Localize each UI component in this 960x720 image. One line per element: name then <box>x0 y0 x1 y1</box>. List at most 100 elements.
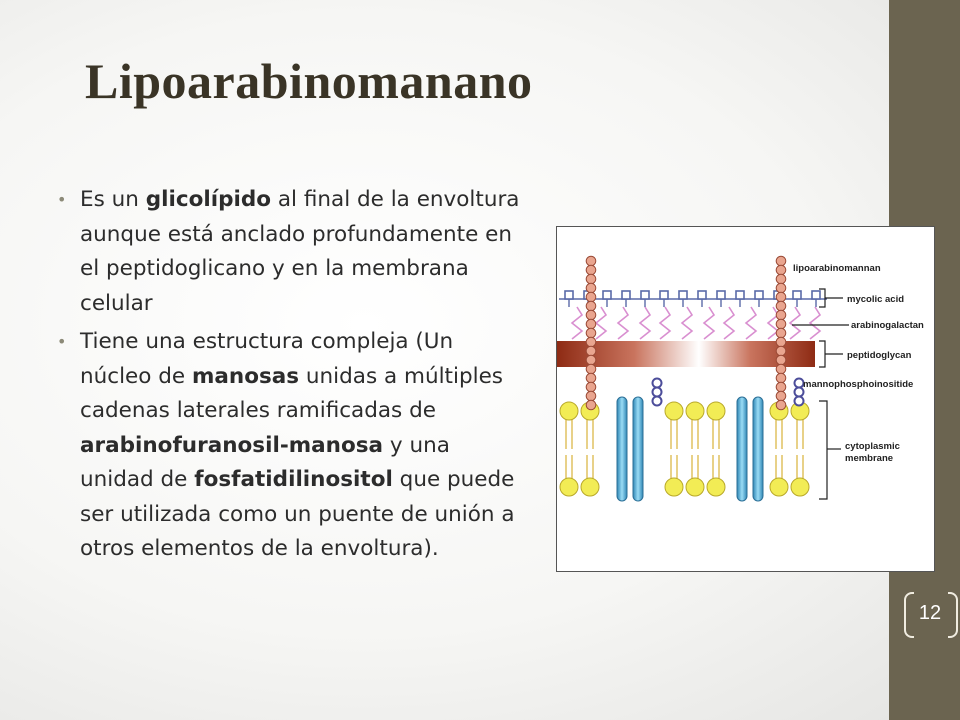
arabinogalactan-chain <box>808 306 822 340</box>
lipid-head-inner <box>769 477 789 497</box>
lipid-head-inner <box>559 477 579 497</box>
lipoarabinomannan-bead <box>585 354 597 366</box>
arabinogalactan-chain <box>570 306 584 340</box>
lipoarabinomannan-bead <box>775 381 787 393</box>
membrane-protein <box>752 396 764 502</box>
label-peptidoglycan: peptidoglycan <box>847 350 912 361</box>
arabinogalactan-chain <box>722 306 736 340</box>
arabinogalactan-chain <box>616 306 630 340</box>
lipoarabinomannan-bead <box>585 282 597 294</box>
bullet-item-2: • Tiene una estructura compleja (Un núcle… <box>55 325 530 567</box>
lipid-head-inner <box>706 477 726 497</box>
bullet-list: • Es un glicolípido al final de la envolt… <box>55 183 530 571</box>
peptidoglycan-bracket <box>819 340 826 368</box>
lipoarabinomannan-bead <box>775 363 787 375</box>
arabinogalactan-chain <box>744 306 758 340</box>
lipoarabinomannan-bead <box>585 390 597 402</box>
mycolic-acid-unit <box>754 290 764 300</box>
mannophosphoinositide-bead <box>793 395 805 407</box>
lipoarabinomannan-bead <box>585 300 597 312</box>
lipoarabinomannan-bead <box>775 345 787 357</box>
mycolic-acid-unit <box>792 290 802 300</box>
mannophosphoinositide-bead <box>651 386 663 398</box>
membrane-protein <box>616 396 628 502</box>
lipid-head-inner <box>580 477 600 497</box>
mycolic-acid-unit <box>735 290 745 300</box>
membrane-protein <box>736 396 748 502</box>
page-number: 12 <box>918 601 942 624</box>
label-lipoarabinomannan: lipoarabinomannan <box>793 263 881 274</box>
label-membrane: membrane <box>845 453 893 464</box>
slide-title: Lipoarabinomanano <box>85 53 533 109</box>
lipoarabinomannan-bead <box>585 399 597 411</box>
arabinogalactan-chain <box>680 306 694 340</box>
lipid-head-inner <box>664 477 684 497</box>
lipoarabinomannan-bead <box>585 327 597 339</box>
lipoarabinomannan-bead <box>585 381 597 393</box>
cytoplasmic-membrane-bracket <box>819 400 828 500</box>
lipoarabinomannan-bead <box>775 318 787 330</box>
lipid-head-outer <box>559 401 579 421</box>
lipid-head-outer <box>685 401 705 421</box>
label-arabinogalactan: arabinogalactan <box>851 320 924 331</box>
bullet-item-1: • Es un glicolípido al final de la envolt… <box>55 183 530 321</box>
lipoarabinomannan-bead <box>775 282 787 294</box>
lipoarabinomannan-bead <box>585 345 597 357</box>
lipoarabinomannan-bead <box>775 273 787 285</box>
arabinogalactan-chain <box>702 306 716 340</box>
lipid-head-outer <box>664 401 684 421</box>
mycolic-acid-unit <box>811 290 821 300</box>
lipoarabinomannan-bead <box>775 291 787 303</box>
mannophosphoinositide-bead <box>651 377 663 389</box>
bullet-dot-icon: • <box>57 332 67 351</box>
arabinogalactan-chain <box>638 306 652 340</box>
lipoarabinomannan-bead <box>775 336 787 348</box>
label-mannophosphoinositide: mannophosphoinositide <box>803 379 913 390</box>
lipoarabinomannan-bead <box>775 399 787 411</box>
bullet-dot-icon: • <box>57 190 67 209</box>
arabinogalactan-chain <box>594 306 608 340</box>
lipoarabinomannan-bead <box>775 255 787 267</box>
cell-envelope-svg: lipoarabinomannan mycolic acid arabinogala… <box>557 255 924 502</box>
lipoarabinomannan-bead <box>775 300 787 312</box>
page-number-right-bracket <box>948 592 958 638</box>
lipoarabinomannan-bead <box>775 327 787 339</box>
mycolic-acid-unit <box>716 290 726 300</box>
arabinogalactan-chain <box>766 306 780 340</box>
mycolic-acid-unit <box>697 290 707 300</box>
lipoarabinomannan-bead <box>585 264 597 276</box>
lipoarabinomannan-bead <box>585 255 597 267</box>
lipoarabinomannan-bead <box>585 372 597 384</box>
mycolic-acid-unit <box>621 290 631 300</box>
lipid-head-inner <box>685 477 705 497</box>
lipoarabinomannan-bead <box>585 273 597 285</box>
lipoarabinomannan-bead <box>585 363 597 375</box>
peptidoglycan-layer <box>557 341 815 367</box>
mycolic-acid-unit <box>659 290 669 300</box>
arabinogalactan-chain <box>658 306 672 340</box>
mannophosphoinositide-bead <box>651 395 663 407</box>
mycolic-acid-unit <box>678 290 688 300</box>
lipid-head-outer <box>706 401 726 421</box>
mycolic-acid-unit <box>640 290 650 300</box>
mycolic-acid-unit <box>564 290 574 300</box>
lipid-head-inner <box>790 477 810 497</box>
bullet-text-2: Tiene una estructura compleja (Un núcleo… <box>80 329 515 561</box>
arabinogalactan-chain <box>788 306 802 340</box>
lipoarabinomannan-bead <box>775 354 787 366</box>
label-cytoplasmic: cytoplasmic <box>845 441 900 452</box>
label-mycolic-acid: mycolic acid <box>847 294 904 305</box>
lipoarabinomannan-bead <box>585 318 597 330</box>
lipoarabinomannan-bead <box>585 309 597 321</box>
lipoarabinomannan-bead <box>775 309 787 321</box>
cell-envelope-diagram: lipoarabinomannan mycolic acid arabinogala… <box>556 226 935 572</box>
bullet-text-1: Es un glicolípido al final de la envoltu… <box>80 187 520 316</box>
lipoarabinomannan-bead <box>585 291 597 303</box>
page-number-left-bracket <box>904 592 914 638</box>
lipoarabinomannan-bead <box>775 264 787 276</box>
lipoarabinomannan-bead <box>585 336 597 348</box>
membrane-protein <box>632 396 644 502</box>
lipoarabinomannan-bead <box>775 390 787 402</box>
mycolic-acid-unit <box>602 290 612 300</box>
